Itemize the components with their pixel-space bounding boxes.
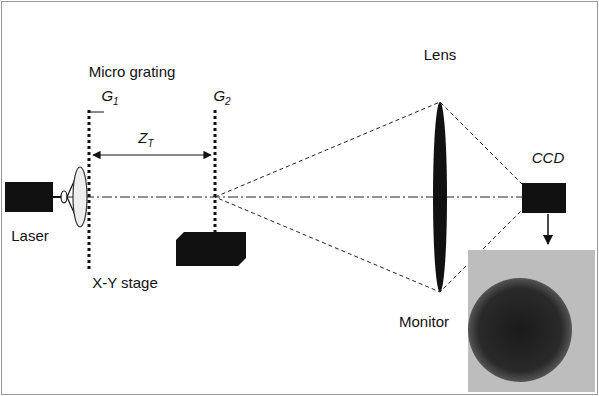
part-label: Monitor — [397, 313, 451, 332]
monitor-spot — [468, 278, 572, 382]
monitor-image — [468, 250, 595, 392]
optical-axis — [30, 197, 530, 198]
grating-label: G1 — [99, 87, 120, 108]
part-label: Lens — [422, 46, 459, 65]
part-label: Laser — [9, 227, 51, 246]
grating-g2 — [214, 110, 217, 232]
collimator-lens — [73, 167, 87, 227]
part-label: CCD — [530, 149, 567, 168]
ccd-camera — [522, 183, 566, 213]
part-label: Micro grating — [87, 63, 178, 82]
grating-g1 — [88, 110, 91, 270]
part-label: X-Y stage — [90, 274, 160, 293]
xy-stage — [176, 232, 246, 266]
expander-lens — [61, 191, 67, 203]
dimension-label: ZT — [136, 129, 155, 150]
grating-label: G2 — [211, 87, 232, 108]
imaging-lens — [433, 102, 447, 292]
laser-body — [5, 182, 53, 212]
talbot-distance — [93, 154, 211, 155]
signal-arrow — [547, 214, 549, 244]
